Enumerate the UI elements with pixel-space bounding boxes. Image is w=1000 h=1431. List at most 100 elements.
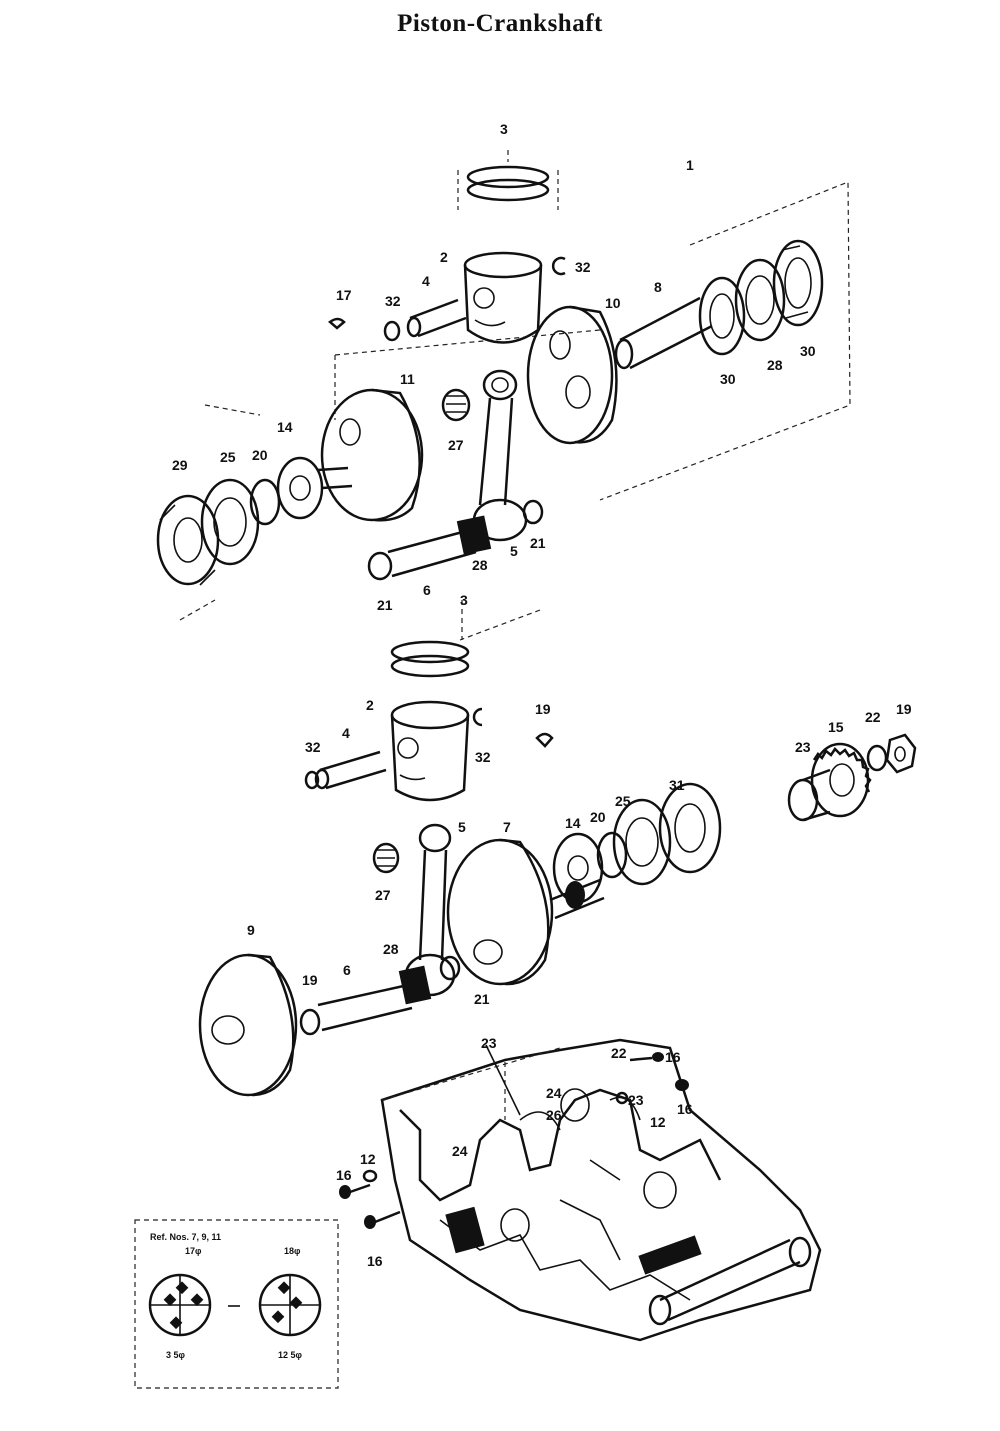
callout-26: 26 bbox=[546, 1107, 562, 1123]
needle-bearing-28-upper bbox=[456, 515, 492, 555]
inset-right-top: 18φ bbox=[284, 1246, 301, 1256]
callout-9: 9 bbox=[247, 922, 255, 938]
piston-ring-upper-3 bbox=[466, 165, 550, 202]
callout-12-left: 12 bbox=[360, 1151, 376, 1167]
piston-ring-lower-3 bbox=[390, 640, 470, 678]
callout-2-lower: 2 bbox=[366, 697, 374, 713]
thrust-washer-21-upper-right bbox=[522, 499, 544, 525]
callout-21-upper-left: 21 bbox=[377, 597, 393, 613]
piston-pin-lower-4 bbox=[314, 750, 387, 790]
bearing-25-left bbox=[200, 478, 260, 566]
seal-30-outer bbox=[772, 239, 824, 327]
circlip-32-lower-right bbox=[472, 707, 483, 727]
callout-2-upper: 2 bbox=[440, 249, 448, 265]
callout-labels: 3 1 2 32 4 32 17 8 10 11 27 14 29 25 20 … bbox=[172, 121, 912, 1269]
primary-gear-15 bbox=[810, 742, 872, 818]
callout-16-left: 16 bbox=[336, 1167, 352, 1183]
callout-4-lower: 4 bbox=[342, 725, 350, 741]
inset-left-bottom: 3 5φ bbox=[166, 1350, 186, 1360]
callout-17: 17 bbox=[336, 287, 352, 303]
callout-30-inner: 30 bbox=[720, 371, 736, 387]
needle-bearing-27-lower bbox=[372, 842, 400, 874]
callout-25-mid: 25 bbox=[615, 793, 631, 809]
needle-bearing-27-upper bbox=[441, 388, 471, 422]
callout-19-mid: 19 bbox=[535, 701, 551, 717]
bolt-16-right bbox=[675, 1079, 689, 1091]
group-outline-right bbox=[599, 181, 851, 501]
collar-23 bbox=[787, 768, 831, 822]
crank-web-7 bbox=[446, 838, 554, 986]
callout-23-case-right: 23 bbox=[628, 1092, 644, 1108]
callout-30-outer: 30 bbox=[800, 343, 816, 359]
oil-seal-29-left bbox=[156, 494, 220, 586]
group-outline-mid bbox=[334, 329, 601, 356]
spacer-20-mid bbox=[596, 831, 628, 879]
callout-22-case: 22 bbox=[611, 1045, 627, 1061]
crankshaft-8 bbox=[614, 296, 713, 370]
callout-32-lower-left: 32 bbox=[305, 739, 321, 755]
callout-5-lower: 5 bbox=[458, 819, 466, 835]
thrust-washer-19-lower bbox=[299, 1008, 321, 1036]
oil-seal-31 bbox=[658, 782, 722, 874]
woodruff-key-19-mid bbox=[535, 732, 554, 748]
callout-14-mid: 14 bbox=[565, 815, 581, 831]
callout-23-gear: 23 bbox=[795, 739, 811, 755]
bearing-28 bbox=[734, 258, 786, 342]
callout-10: 10 bbox=[605, 295, 621, 311]
inset-right-bottom: 12 5φ bbox=[278, 1350, 303, 1360]
callout-32-upper-right: 32 bbox=[575, 259, 591, 275]
bolt-16-bottom bbox=[364, 1210, 401, 1229]
callout-3-lower: 3 bbox=[460, 592, 468, 608]
needle-bearing-28-lower bbox=[398, 965, 432, 1005]
callout-15: 15 bbox=[828, 719, 844, 735]
woodruff-key-17 bbox=[328, 317, 346, 330]
callout-20-upper: 20 bbox=[252, 447, 268, 463]
piston-lower bbox=[390, 700, 470, 802]
callout-25-upper: 25 bbox=[220, 449, 236, 465]
callout-28-lower: 28 bbox=[383, 941, 399, 957]
circlip-32-upper-right bbox=[551, 256, 566, 276]
crank-pin-6-upper bbox=[387, 528, 477, 578]
crank-web-10 bbox=[526, 305, 618, 445]
callout-21-upper-right: 21 bbox=[530, 535, 546, 551]
callout-6-upper: 6 bbox=[423, 582, 431, 598]
callout-23-case: 23 bbox=[481, 1035, 497, 1051]
bolt-16-left bbox=[339, 1183, 371, 1199]
callout-6-lower: 6 bbox=[343, 962, 351, 978]
crank-web-9 bbox=[198, 953, 298, 1097]
group-outline-bottom bbox=[459, 609, 541, 641]
piston-pin-upper-4 bbox=[406, 298, 467, 338]
diagram-title: Piston-Crankshaft bbox=[397, 10, 603, 37]
callout-27-upper: 27 bbox=[448, 437, 464, 453]
bearing-25-mid bbox=[612, 798, 672, 886]
circlip-32-lower-left bbox=[304, 770, 320, 790]
callout-8: 8 bbox=[654, 279, 662, 295]
crankcase bbox=[380, 1038, 822, 1342]
circlip-32-upper-left bbox=[383, 320, 401, 342]
group-outline-leftleader bbox=[179, 404, 261, 621]
callout-16-bottom: 16 bbox=[367, 1253, 383, 1269]
inset-header: Ref. Nos. 7, 9, 11 bbox=[150, 1232, 221, 1242]
inset-left-top: 17φ bbox=[185, 1246, 202, 1256]
crank-pin-6-lower bbox=[317, 983, 413, 1032]
callout-11: 11 bbox=[400, 371, 415, 387]
callout-5-upper: 5 bbox=[510, 543, 518, 559]
spacer-20-left bbox=[249, 478, 281, 526]
callout-19-nut: 19 bbox=[896, 701, 912, 717]
callout-14-upper: 14 bbox=[277, 419, 293, 435]
callout-20-mid: 20 bbox=[590, 809, 606, 825]
callout-28-bearing: 28 bbox=[767, 357, 783, 373]
bearing-30-inner bbox=[698, 276, 746, 356]
callout-21-lower: 21 bbox=[474, 991, 490, 1007]
washer-12-left bbox=[362, 1169, 378, 1183]
callout-16-top: 16 bbox=[665, 1049, 681, 1065]
thrust-washer-21-upper-left bbox=[367, 551, 393, 581]
callout-27-lower: 27 bbox=[375, 887, 391, 903]
washer-12-right bbox=[615, 1091, 629, 1105]
callout-32-lower-right: 32 bbox=[475, 749, 491, 765]
callout-3-upper: 3 bbox=[500, 121, 508, 137]
callout-24-case-left: 24 bbox=[452, 1143, 468, 1159]
callout-7: 7 bbox=[503, 819, 511, 835]
callout-28-upper: 28 bbox=[472, 557, 488, 573]
